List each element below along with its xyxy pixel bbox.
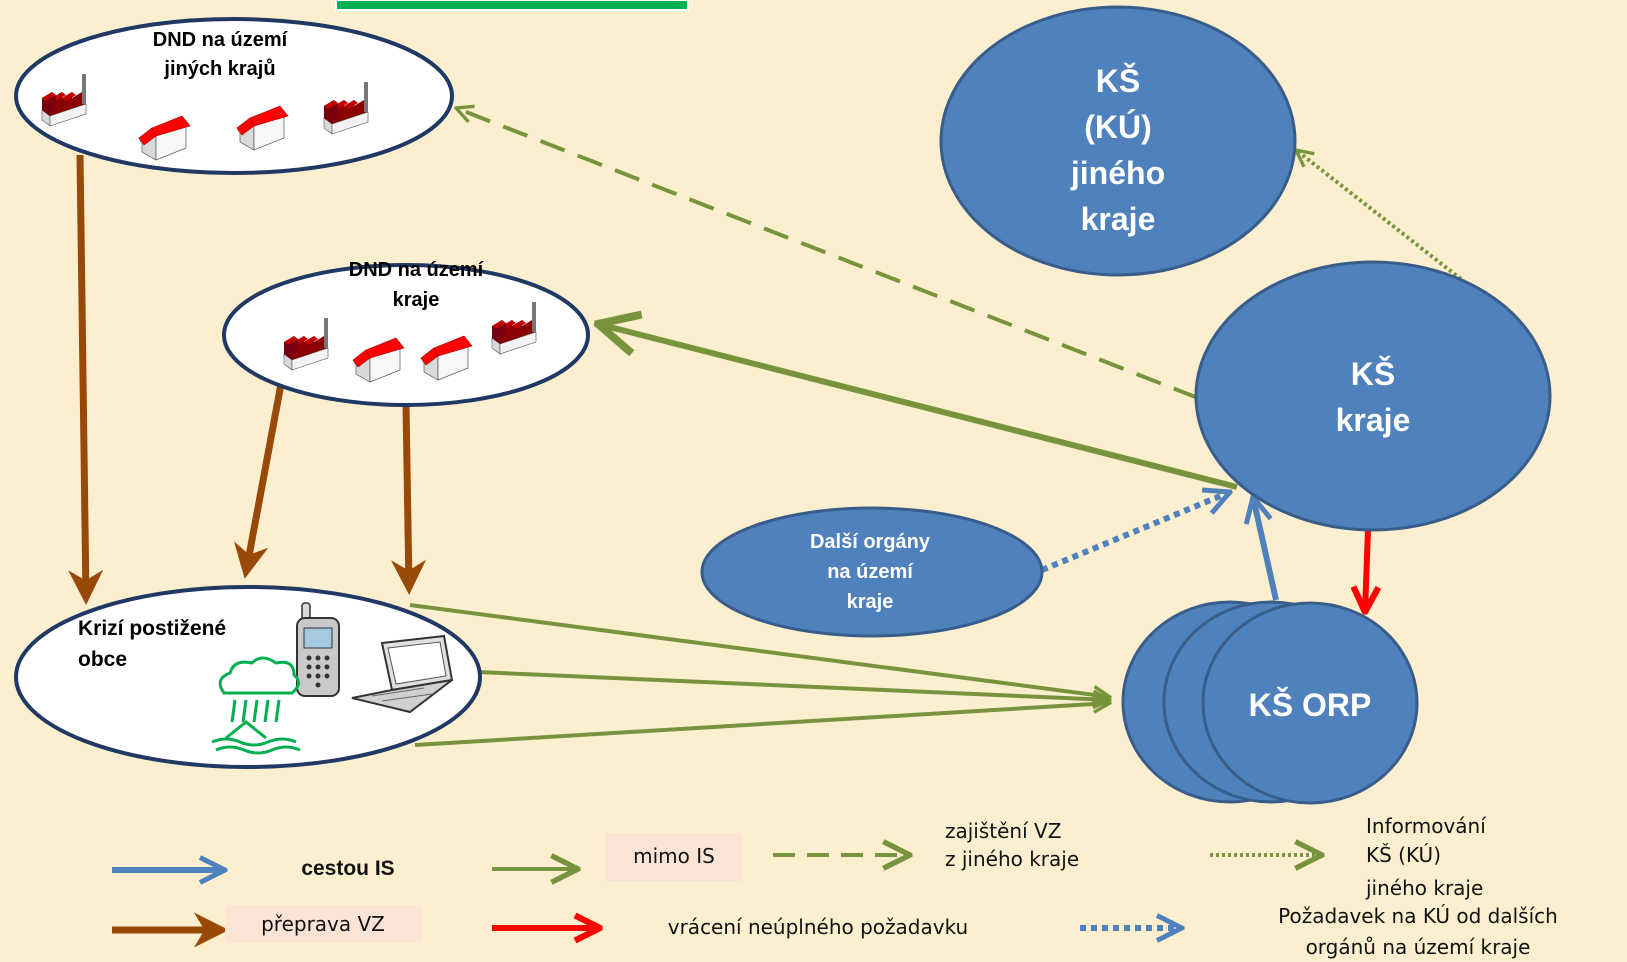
- outside-is-arrow-1: [409, 603, 1110, 697]
- node-other-organs-line3: kraje: [847, 591, 894, 613]
- legend-return-label: vrácení neúplného požadavku: [668, 915, 968, 939]
- transport-arrow-region-to-affected-1: [233, 383, 285, 579]
- is-arrow-orp-to-ks: [1253, 497, 1279, 601]
- legend-outside-is-box: [605, 833, 743, 881]
- node-ks-other-line3: jiného: [1070, 155, 1165, 191]
- node-affected-line2: obce: [78, 648, 127, 671]
- legend-request-line2: orgánů na území kraje: [1306, 935, 1531, 959]
- legend-transport-label: přeprava VZ: [261, 912, 385, 936]
- request-dotted-blue-arrow: [1040, 492, 1230, 573]
- node-other-organs: Další orgány na území kraje: [700, 506, 1044, 638]
- legend-secure-line1: zajištění VZ: [945, 819, 1061, 843]
- node-dnd-region-line2: kraje: [393, 289, 440, 311]
- mobile-phone-icon: [296, 602, 340, 697]
- flood-house-icon: [211, 656, 301, 755]
- node-dnd-other-line2: jiných krajů: [163, 58, 275, 80]
- outside-is-arrow-ks-to-dnd-region: [598, 324, 1238, 490]
- legend-inform-line1: Informování: [1366, 814, 1487, 838]
- node-ks-other-region: KŠ (KÚ) jiného kraje: [939, 5, 1297, 277]
- outside-is-arrow-2: [477, 670, 1110, 700]
- node-other-organs-line2: na území: [827, 561, 914, 583]
- node-dnd-other-regions: DND na území jiných krajů: [14, 17, 454, 175]
- return-incomplete-arrow: [1365, 529, 1368, 612]
- legend-transport-box: [225, 905, 422, 943]
- node-dnd-region-line1: DND na území: [349, 259, 485, 281]
- legend-inform-line2: KŠ (KÚ): [1366, 843, 1441, 867]
- laptop-icon: [351, 634, 454, 714]
- node-ks-region-line1: KŠ: [1351, 356, 1395, 392]
- node-affected-municipalities: Krizí postižené obce: [14, 585, 482, 769]
- node-other-organs-line1: Další orgány: [810, 531, 931, 553]
- legend-is-label: cestou IS: [301, 857, 394, 880]
- node-ks-region: KŠ kraje: [1194, 260, 1552, 532]
- legend-outside-is-label: mimo IS: [633, 844, 715, 868]
- node-dnd-region: DND na území kraje: [222, 259, 590, 407]
- secure-vz-dashed-arrow: [456, 108, 1199, 400]
- node-ks-other-line2: (KÚ): [1084, 109, 1152, 145]
- title-bar: [336, 0, 688, 10]
- legend-inform-line3: jiného kraje: [1365, 876, 1483, 900]
- node-ks-other-line4: kraje: [1081, 201, 1156, 237]
- transport-arrow-other-to-affected: [68, 154, 104, 605]
- node-ks-region-line2: kraje: [1336, 402, 1411, 438]
- node-affected-line1: Krizí postižené: [78, 617, 226, 640]
- legend: cestou IS mimo IS přeprava VZ vrácení ne…: [112, 814, 1558, 959]
- transport-arrow-region-to-affected-2: [391, 404, 427, 595]
- legend-secure-line2: z jiného kraje: [945, 847, 1079, 871]
- node-ks-orp: KŠ ORP: [1121, 600, 1419, 805]
- legend-request-line1: Požadavek na KÚ od dalších: [1278, 904, 1558, 928]
- node-dnd-other-line1: DND na území: [153, 29, 289, 51]
- node-ks-other-line1: KŠ: [1096, 63, 1140, 99]
- node-ks-orp-label: KŠ ORP: [1249, 687, 1372, 723]
- outside-is-arrow-3: [414, 703, 1110, 747]
